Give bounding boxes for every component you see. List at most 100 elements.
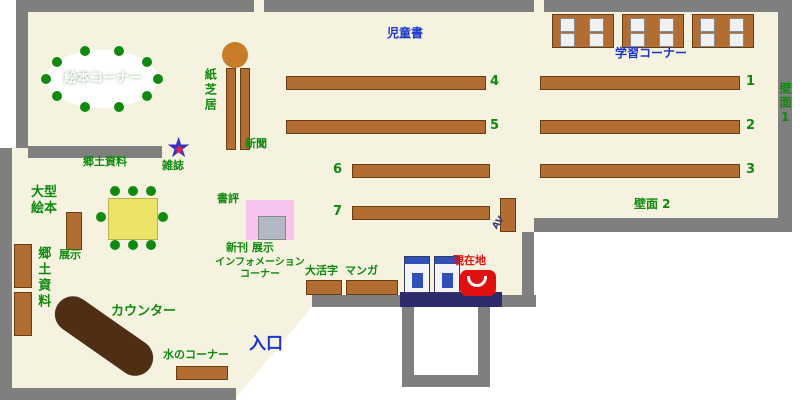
counter-label: カウンター xyxy=(111,304,177,319)
vending-machine-top xyxy=(405,257,429,264)
magazine-star-icon: ★ xyxy=(166,131,192,164)
chair-dot xyxy=(146,240,156,250)
vending-machine-top xyxy=(435,257,459,264)
vending-machine xyxy=(434,256,460,293)
wall-right xyxy=(778,12,792,232)
chair-dot xyxy=(110,240,120,250)
kamishibai-shelf xyxy=(226,68,236,150)
chair-dot xyxy=(110,186,120,196)
desk-seat xyxy=(560,18,575,32)
book-review-label: 書評 xyxy=(217,192,239,205)
new-arrivals-label: 新刊 展示 xyxy=(226,241,274,254)
picture-book-corner-label: 絵本コーナー xyxy=(63,71,142,86)
local-materials-side-label: 郷土資料 xyxy=(35,246,51,310)
chair-dot xyxy=(158,212,168,222)
chair-dot xyxy=(80,46,90,56)
bookshelf-2 xyxy=(540,120,740,134)
manga-shelf xyxy=(346,280,398,295)
bookshelf-7 xyxy=(352,206,490,220)
local-materials-shelf xyxy=(14,244,32,288)
desk-seat xyxy=(589,18,604,32)
wall-top-left xyxy=(16,0,254,12)
information-corner-label-line2: コーナー xyxy=(240,269,280,280)
chair-dot xyxy=(80,102,90,112)
current-location-label: 現在地 xyxy=(453,254,486,267)
picture-book-table xyxy=(46,50,158,108)
wall-bottom-center-left xyxy=(312,295,404,307)
wall-center-vertical xyxy=(522,232,534,307)
vending-machine xyxy=(404,256,430,293)
desk-seat xyxy=(659,33,674,47)
chair-dot xyxy=(128,186,138,196)
vestibule-wall-bottom xyxy=(402,375,490,387)
chair-dot xyxy=(114,46,124,56)
wall-top-right xyxy=(544,0,792,12)
water-corner-shelf xyxy=(176,366,228,380)
large-picture-book-shelf xyxy=(66,212,82,250)
study-desk-unit xyxy=(692,14,754,48)
desk-seat xyxy=(589,33,604,47)
chair-dot xyxy=(153,74,163,84)
vending-machine-door xyxy=(412,273,423,288)
display-label: 展示 xyxy=(59,248,81,261)
desk-seat xyxy=(700,33,715,47)
wall-left-lower xyxy=(0,148,12,400)
children-books-label: 児童書 xyxy=(387,26,424,40)
shelf-number-6: 6 xyxy=(333,162,343,177)
bookshelf-1 xyxy=(540,76,740,90)
shelf-number-3: 3 xyxy=(746,162,756,177)
shelf-number-1: 1 xyxy=(746,74,756,89)
bookshelf-4 xyxy=(286,76,486,90)
chair-dot xyxy=(142,57,152,67)
newspaper-label: 新聞 xyxy=(245,137,267,150)
wall-top-middle xyxy=(264,0,534,12)
large-print-shelf xyxy=(306,280,342,295)
local-materials-shelf xyxy=(14,292,32,336)
desk-seat xyxy=(659,18,674,32)
bookshelf-6 xyxy=(352,164,490,178)
chair-dot xyxy=(52,57,62,67)
wall-1-label: 壁面1 xyxy=(778,82,793,126)
chair-dot xyxy=(41,74,51,84)
kamishibai-label: 紙芝居 xyxy=(203,68,218,113)
chair-dot xyxy=(142,91,152,101)
vending-machine-door xyxy=(442,273,453,288)
vestibule-wall-right xyxy=(478,307,490,387)
information-corner-label-line1: インフォメーション xyxy=(215,257,305,268)
wall-bottom-left xyxy=(0,388,236,400)
chair-dot xyxy=(128,240,138,250)
wall-picturebook-bottom xyxy=(28,146,162,158)
marker-arc xyxy=(467,276,487,287)
desk-seat xyxy=(630,18,645,32)
bookshelf-5 xyxy=(286,120,486,134)
chair-dot xyxy=(146,186,156,196)
chair-dot xyxy=(114,102,124,112)
shelf-number-5: 5 xyxy=(490,118,500,133)
reading-table xyxy=(108,198,158,240)
desk-seat xyxy=(729,33,744,47)
study-desk-unit xyxy=(622,14,684,48)
desk-seat xyxy=(700,18,715,32)
current-location-marker-icon xyxy=(460,270,496,296)
study-corner-label: 学習コーナー xyxy=(615,46,688,60)
entrance-label: 入口 xyxy=(249,334,283,354)
study-desk-unit xyxy=(552,14,614,48)
chair-dot xyxy=(96,212,106,222)
display-stand-base xyxy=(258,216,286,240)
manga-label: マンガ xyxy=(345,264,378,277)
shelf-number-4: 4 xyxy=(490,74,500,89)
chair-dot xyxy=(52,91,62,101)
water-corner-label: 水のコーナー xyxy=(163,348,229,361)
magazines-label: 雑誌 xyxy=(162,159,184,172)
desk-seat xyxy=(560,33,575,47)
kamishibai-shelf xyxy=(240,68,250,150)
shelf-number-7: 7 xyxy=(333,204,343,219)
local-materials-label: 郷土資料 xyxy=(83,155,127,168)
large-picture-books-label: 大型絵本 xyxy=(31,185,58,216)
av-shelf xyxy=(500,198,516,232)
wall-bottom-right xyxy=(534,218,792,232)
vestibule-wall-left xyxy=(402,307,414,387)
kamishibai-stool xyxy=(222,42,248,68)
wall-2-label: 壁面 2 xyxy=(634,197,671,211)
